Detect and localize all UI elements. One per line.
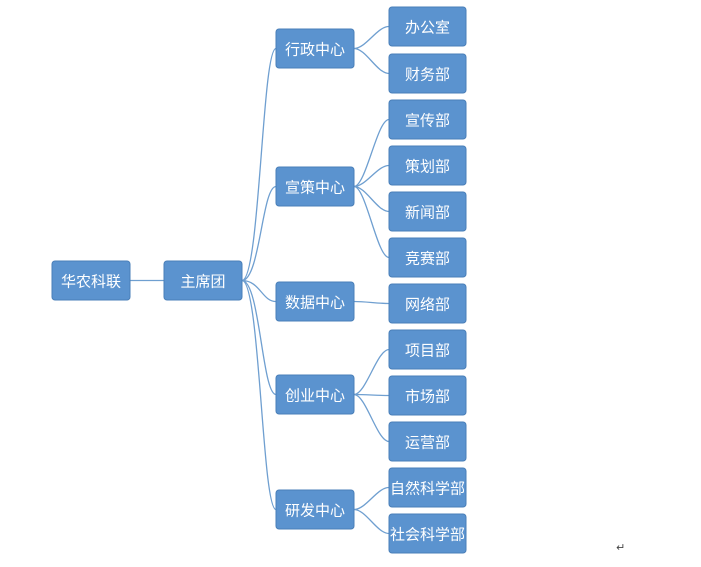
edge-center-dept-10 [353, 393, 390, 443]
center-node-5-label: 研发中心 [285, 502, 345, 520]
center-node-4-box [275, 374, 355, 415]
edge-center-dept-11 [353, 486, 390, 511]
dept-node-9: 市场部 [388, 375, 467, 416]
dept-node-11-box [388, 467, 467, 508]
edge-center-dept-2 [353, 47, 390, 75]
center-node-3-label: 数据中心 [285, 294, 345, 312]
edge-center-dept-9 [353, 393, 390, 397]
dept-node-1-box [388, 6, 467, 47]
center-node-2: 宣策中心 [275, 166, 355, 207]
dept-node-11: 自然科学部 [388, 467, 467, 508]
dept-node-11-label: 自然科学部 [390, 480, 465, 498]
dept-node-5-label: 新闻部 [405, 204, 450, 222]
dept-node-1-label: 办公室 [405, 19, 450, 37]
dept-node-7-box [388, 283, 467, 324]
center-node-1-box [275, 28, 355, 69]
dept-node-3-label: 宣传部 [405, 112, 450, 130]
edge-center-dept-7 [353, 300, 390, 305]
center-node-4-label: 创业中心 [285, 387, 345, 405]
dept-node-2: 财务部 [388, 53, 467, 94]
dept-node-7-label: 网络部 [405, 296, 450, 314]
dept-node-9-label: 市场部 [405, 388, 450, 406]
dept-node-8: 项目部 [388, 329, 467, 370]
edge-presidium-center-2 [241, 185, 277, 282]
edge-presidium-center-1 [241, 47, 277, 282]
dept-node-10-box [388, 421, 467, 462]
edge-center-dept-12 [353, 508, 390, 535]
center-node-4: 创业中心 [275, 374, 355, 415]
dept-node-2-box [388, 53, 467, 94]
node-presidium: 主席团 [163, 260, 243, 301]
edge-presidium-center-3 [241, 279, 277, 303]
center-node-2-label: 宣策中心 [285, 179, 345, 197]
center-node-3: 数据中心 [275, 281, 355, 322]
center-node-5-box [275, 489, 355, 530]
center-node-1-label: 行政中心 [285, 41, 345, 59]
dept-node-6-label: 竞赛部 [405, 250, 450, 268]
dept-node-4-label: 策划部 [405, 158, 450, 176]
dept-node-9-box [388, 375, 467, 416]
dept-node-6-box [388, 237, 467, 278]
dept-node-3: 宣传部 [388, 99, 467, 140]
edge-center-dept-3 [353, 118, 390, 188]
node-root-box [51, 260, 131, 301]
node-presidium-box [163, 260, 243, 301]
paragraph-mark: ↵ [616, 541, 626, 554]
edge-center-dept-1 [353, 25, 390, 50]
center-node-5: 研发中心 [275, 489, 355, 530]
edge-center-dept-6 [353, 185, 390, 259]
connectors [130, 25, 390, 535]
edge-center-dept-8 [353, 348, 390, 396]
center-node-1: 行政中心 [275, 28, 355, 69]
edge-presidium-center-4 [241, 279, 277, 396]
dept-node-12-label: 社会科学部 [390, 526, 465, 544]
dept-node-10: 运营部 [388, 421, 467, 462]
dept-node-4-box [388, 145, 467, 186]
dept-node-12-box [388, 513, 467, 554]
edge-presidium-center-5 [241, 279, 277, 511]
node-presidium-label: 主席团 [180, 273, 225, 291]
dept-node-7: 网络部 [388, 283, 467, 324]
dept-node-8-label: 项目部 [405, 342, 450, 360]
dept-node-4: 策划部 [388, 145, 467, 186]
dept-node-12: 社会科学部 [388, 513, 467, 554]
dept-node-6: 竞赛部 [388, 237, 467, 278]
node-root: 华农科联 [51, 260, 131, 301]
edge-center-dept-4 [353, 164, 390, 188]
dept-node-10-label: 运营部 [405, 434, 450, 452]
dept-node-3-box [388, 99, 467, 140]
dept-node-1: 办公室 [388, 6, 467, 47]
dept-node-5-box [388, 191, 467, 232]
dept-node-2-label: 财务部 [405, 66, 450, 84]
dept-node-5: 新闻部 [388, 191, 467, 232]
center-node-3-box [275, 281, 355, 322]
node-root-label: 华农科联 [61, 273, 121, 291]
dept-node-8-box [388, 329, 467, 370]
center-node-2-box [275, 166, 355, 207]
